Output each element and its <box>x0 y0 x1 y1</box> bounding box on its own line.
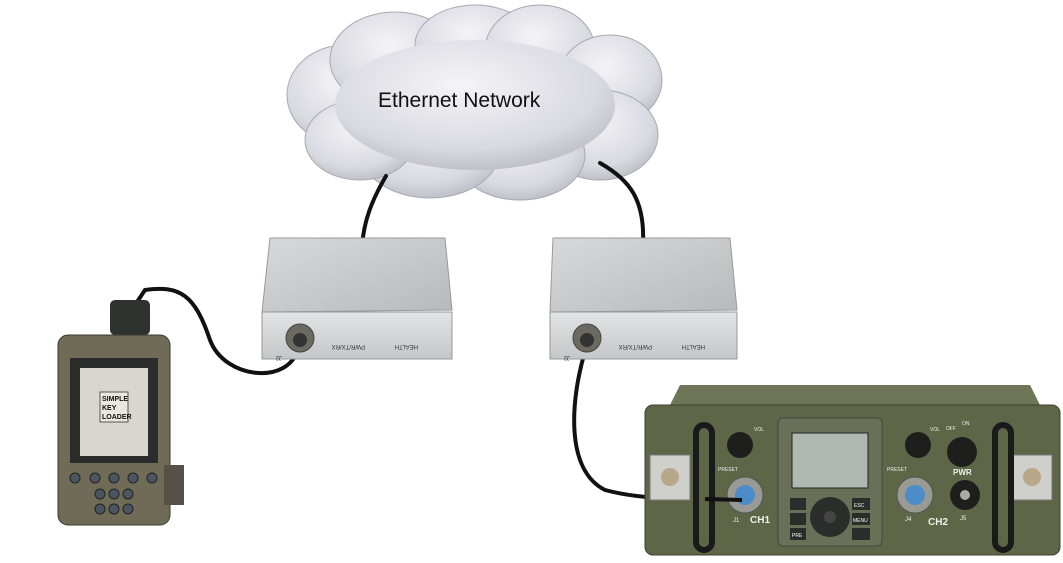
led-health-label: HEALTH <box>682 343 705 349</box>
screen-app-line1: SIMPLE <box>102 396 128 403</box>
j5-label: J5 <box>960 516 967 522</box>
preset-label-2: PRESET <box>887 467 907 473</box>
radio-unit: PRE ESC MENU PRESET VOL PRESET VOL OFF O… <box>644 385 1061 556</box>
led-pwr-label: PWR/TX/RX <box>619 343 652 349</box>
vol-label-1: VOL <box>754 427 764 433</box>
ethernet-cloud <box>286 4 663 201</box>
esc-key-label: ESC <box>854 503 865 509</box>
gateway-box-1: PWR/TX/RX HEALTH J2 <box>261 237 453 360</box>
j4-label: J4 <box>905 517 912 523</box>
off-label: OFF <box>946 426 956 432</box>
screen-app-line2: KEY <box>102 405 117 412</box>
keypad <box>69 472 158 515</box>
on-label: ON <box>962 421 970 427</box>
menu-key-label: MENU <box>853 518 868 524</box>
pre-key-label: PRE <box>792 533 803 539</box>
handheld-key-loader: SIMPLE KEY LOADER <box>57 300 184 526</box>
j1-label: J1 <box>733 518 740 524</box>
cable-gateway1-handheld <box>133 286 300 376</box>
screen-app-line3: LOADER <box>102 414 132 421</box>
cloud-label: Ethernet Network <box>378 89 541 112</box>
cable-cloud-gateway1 <box>360 174 388 248</box>
preset-label-1: PRESET <box>718 467 738 473</box>
led-pwr-label: PWR/TX/RX <box>332 343 365 349</box>
cable-cloud-gateway2 <box>598 161 646 246</box>
connector-label: J2 <box>275 354 282 360</box>
led-health-label: HEALTH <box>395 343 418 349</box>
gateway-box-2: PWR/TX/RX HEALTH J2 <box>549 237 738 360</box>
vol-label-2: VOL <box>930 427 940 433</box>
cable-end <box>704 497 743 502</box>
pwr-label: PWR <box>953 468 972 477</box>
ch2-label: CH2 <box>928 517 948 528</box>
ch1-label: CH1 <box>750 515 770 526</box>
connector-label: J2 <box>563 354 570 360</box>
